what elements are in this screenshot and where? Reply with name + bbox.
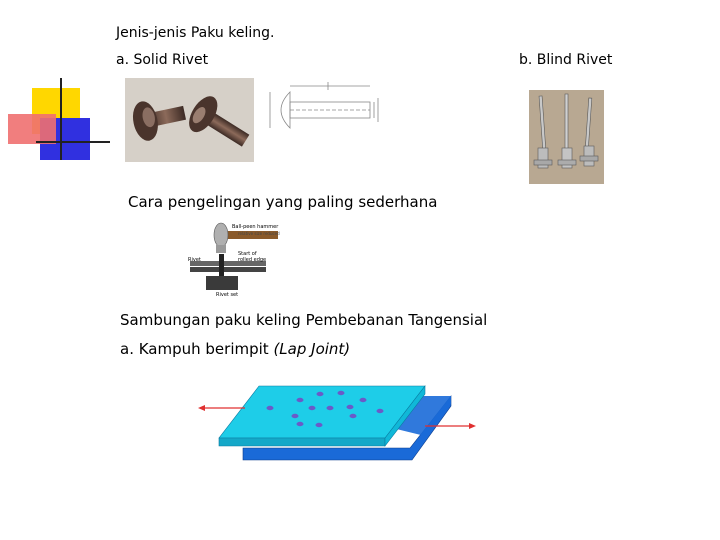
lap-joint-illustration bbox=[195, 378, 480, 464]
deco-vertical-line bbox=[60, 78, 62, 160]
slide-decoration bbox=[0, 78, 110, 168]
rivet-set bbox=[206, 276, 238, 290]
hammer-head bbox=[213, 222, 229, 248]
blind-rivet-photo bbox=[529, 90, 604, 184]
hammer-handle bbox=[226, 231, 278, 239]
slide-heading: Jenis-jenis Paku keling. bbox=[116, 25, 275, 41]
lap-joint-line: a. Kampuh berimpit (Lap Joint) bbox=[120, 340, 350, 358]
lap-joint-prefix: a. Kampuh berimpit bbox=[120, 340, 274, 358]
rivet-pattern bbox=[266, 390, 384, 428]
blind-rivet-label: b. Blind Rivet bbox=[519, 52, 613, 68]
rivet-set-label: Rivet set bbox=[216, 292, 239, 298]
upper-plate bbox=[190, 261, 266, 266]
deco-red-square bbox=[8, 114, 56, 144]
edge-label-2: rolled edge bbox=[238, 257, 267, 263]
left-force-arrow bbox=[198, 405, 245, 411]
lower-plate bbox=[190, 267, 266, 272]
hammer-label: Ball-peen hammer bbox=[232, 224, 279, 230]
deco-horizontal-line bbox=[36, 141, 110, 143]
solid-rivet-label: a. Solid Rivet bbox=[116, 52, 209, 68]
hammer-riveting-diagram: Ball-peen hammer relative size reduced R… bbox=[186, 221, 286, 301]
rivet-shank bbox=[219, 254, 224, 276]
solid-rivet-photo bbox=[125, 78, 254, 162]
solid-rivet-technical-drawing bbox=[268, 80, 384, 138]
bottom-plate bbox=[242, 395, 452, 461]
joint-heading: Sambungan paku keling Pembebanan Tangens… bbox=[120, 311, 488, 329]
rivet-label: Rivet bbox=[188, 257, 201, 263]
hammer-note: relative size reduced bbox=[238, 231, 280, 236]
method-caption: Cara pengelingan yang paling sederhana bbox=[128, 193, 438, 211]
right-force-arrow bbox=[425, 423, 476, 429]
lap-joint-term: (Lap Joint) bbox=[273, 340, 351, 358]
edge-label-1: Start of bbox=[238, 251, 257, 257]
